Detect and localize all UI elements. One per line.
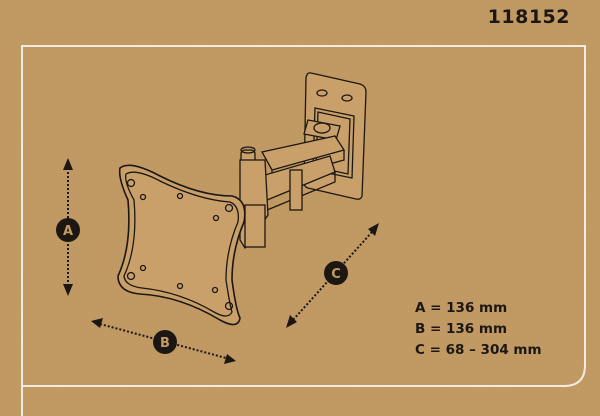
label-b-badge bbox=[153, 330, 177, 354]
frame-border bbox=[21, 45, 586, 416]
wall-mount-bracket bbox=[117, 72, 367, 326]
label-b: B bbox=[160, 336, 170, 351]
dimensions-list: A = 136 mm B = 136 mm C = 68 – 304 mm bbox=[415, 298, 542, 361]
dimension-a: A = 136 mm bbox=[415, 300, 508, 316]
label-a-badge bbox=[56, 218, 80, 242]
dimension-c-arrow bbox=[286, 223, 379, 328]
dimension-b: B = 136 mm bbox=[415, 321, 508, 337]
label-c: C bbox=[331, 267, 341, 282]
product-code: 118152 bbox=[487, 6, 570, 28]
label-c-badge bbox=[324, 261, 348, 285]
label-a: A bbox=[63, 224, 73, 239]
dimension-c: C = 68 – 304 mm bbox=[415, 342, 542, 358]
